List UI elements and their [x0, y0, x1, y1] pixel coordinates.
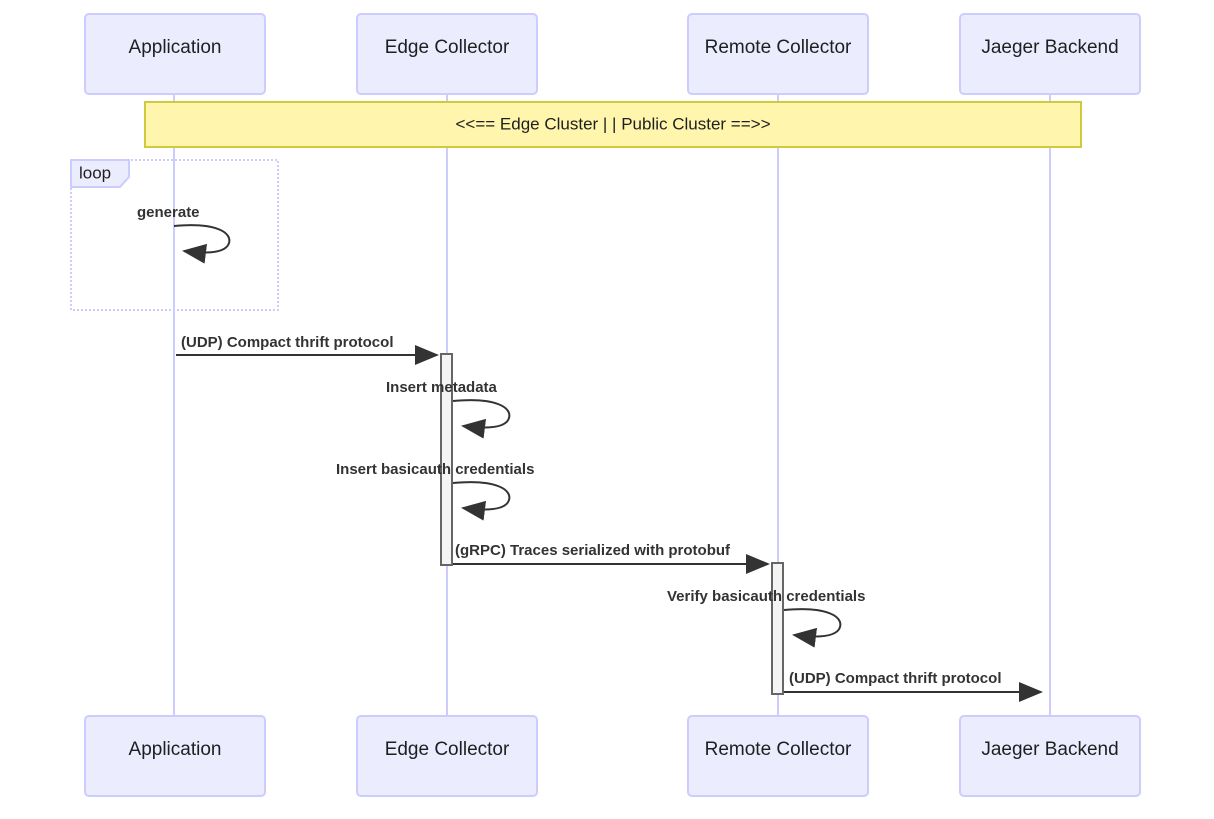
message-label: Insert metadata — [386, 379, 498, 396]
message-udp-compact-thrift-app-to-edge: (UDP) Compact thrift protocol — [176, 334, 439, 365]
participant-label: Edge Collector — [385, 739, 510, 760]
participant-label: Remote Collector — [705, 739, 852, 760]
loop-fragment-tab — [70, 159, 130, 188]
participants-bottom: Application Edge Collector Remote Collec… — [84, 715, 1141, 797]
participant-application-top[interactable]: Application — [84, 13, 266, 95]
message-label: (UDP) Compact thrift protocol — [181, 334, 393, 351]
participant-label: Jaeger Backend — [981, 739, 1118, 760]
participant-box[interactable] — [356, 715, 538, 797]
activation-edge-collector — [440, 353, 453, 566]
participant-box[interactable] — [84, 715, 266, 797]
message-arrow — [173, 224, 231, 264]
message-label: Verify basicauth credentials — [667, 588, 865, 605]
note-label: <<== Edge Cluster | | Public Cluster ==>… — [455, 114, 770, 133]
participant-box[interactable] — [959, 715, 1141, 797]
participant-remote-collector-bottom[interactable]: Remote Collector — [687, 715, 869, 797]
participant-remote-collector-top[interactable]: Remote Collector — [687, 13, 869, 95]
loop-fragment-border — [70, 159, 279, 311]
participant-application-bottom[interactable]: Application — [84, 715, 266, 797]
participant-box[interactable] — [959, 13, 1141, 95]
participant-label: Remote Collector — [705, 37, 852, 58]
note-edge-public-cluster: <<== Edge Cluster | | Public Cluster ==>… — [144, 101, 1082, 148]
message-insert-basicauth-credentials: Insert basicauth credentials — [336, 461, 534, 521]
participant-box[interactable] — [687, 13, 869, 95]
participant-jaeger-backend-bottom[interactable]: Jaeger Backend — [959, 715, 1141, 797]
loop-fragment: loop — [70, 159, 279, 311]
message-grpc-traces-protobuf: (gRPC) Traces serialized with protobuf — [453, 542, 770, 574]
participant-label: Jaeger Backend — [981, 37, 1118, 58]
lifelines — [173, 93, 1051, 716]
participant-box[interactable] — [687, 715, 869, 797]
participants-top: Application Edge Collector Remote Collec… — [84, 13, 1141, 95]
activation-remote-collector — [771, 562, 784, 695]
participant-box[interactable] — [356, 13, 538, 95]
message-label: (UDP) Compact thrift protocol — [789, 670, 1001, 687]
message-generate: generate — [137, 204, 231, 264]
message-verify-basicauth-credentials: Verify basicauth credentials — [667, 588, 865, 648]
message-insert-metadata: Insert metadata — [386, 379, 511, 439]
message-arrow — [452, 481, 511, 521]
participant-edge-collector-top[interactable]: Edge Collector — [356, 13, 538, 95]
message-label: Insert basicauth credentials — [336, 461, 534, 478]
participant-box[interactable] — [84, 13, 266, 95]
message-udp-compact-thrift-remote-to-jaeger: (UDP) Compact thrift protocol — [784, 670, 1043, 702]
participant-label: Application — [129, 37, 222, 58]
message-arrow — [452, 399, 511, 439]
participant-label: Application — [129, 739, 222, 760]
participant-edge-collector-bottom[interactable]: Edge Collector — [356, 715, 538, 797]
loop-fragment-label: loop — [79, 163, 111, 182]
activation-bars — [440, 353, 784, 695]
participant-jaeger-backend-top[interactable]: Jaeger Backend — [959, 13, 1141, 95]
participant-label: Edge Collector — [385, 37, 510, 58]
message-label: generate — [137, 204, 200, 221]
message-arrow — [783, 608, 842, 648]
note-box — [144, 101, 1082, 148]
message-label: (gRPC) Traces serialized with protobuf — [455, 542, 731, 559]
